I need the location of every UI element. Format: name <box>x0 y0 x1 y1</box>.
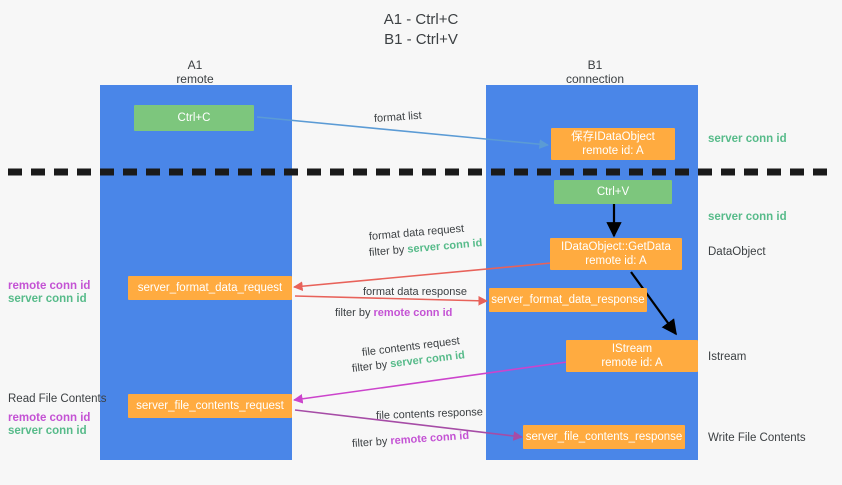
box-server-format-data-response[interactable]: server_format_data_response <box>489 288 647 312</box>
filter-prefix: filter by <box>368 243 408 259</box>
box-istream[interactable]: IStream remote id: A <box>566 340 698 372</box>
arrow-getdata-to-istream <box>630 271 677 336</box>
filter-prefix: filter by <box>335 307 374 319</box>
box-server-file-contents-response[interactable]: server_file_contents_response <box>523 425 685 449</box>
right-label-server-conn-id-mid: server conn id <box>708 211 787 223</box>
box-save-idataobject[interactable]: 保存IDataObject remote id: A <box>551 128 675 160</box>
box-ctrl-v[interactable]: Ctrl+V <box>554 180 672 204</box>
arrow-label-format-data-response-filter: filter by remote conn id <box>335 306 452 320</box>
box-server-format-data-request[interactable]: server_format_data_request <box>128 276 292 300</box>
arrow-file-contents-request <box>293 361 568 404</box>
diagram-title: A1 - Ctrl+C B1 - Ctrl+V <box>383 11 459 48</box>
left-label-remote-conn-id-2: remote conn id <box>8 412 91 424</box>
left-label-server-conn-id-1: server conn id <box>8 293 87 305</box>
column-header-b1: B1 connection <box>565 58 625 86</box>
column-header-a1: A1 remote <box>176 58 214 86</box>
right-label-server-conn-id-top: server conn id <box>708 133 787 145</box>
left-label-server-conn-id-2: server conn id <box>8 425 87 437</box>
arrow-file-contents-response <box>294 409 523 441</box>
right-label-dataobject: DataObject <box>708 246 766 258</box>
filter-value-remote-conn-id: remote conn id <box>373 307 453 319</box>
filter-prefix: filter by <box>351 435 391 450</box>
arrow-format-data-request <box>293 262 552 291</box>
right-label-write-file-contents: Write File Contents <box>708 432 806 444</box>
box-ctrl-c[interactable]: Ctrl+C <box>134 105 254 131</box>
box-server-file-contents-request[interactable]: server_file_contents_request <box>128 394 292 418</box>
left-label-remote-conn-id-1: remote conn id <box>8 280 91 292</box>
arrow-format-list <box>256 116 549 149</box>
box-getdata[interactable]: IDataObject::GetData remote id: A <box>550 238 682 270</box>
arrow-label-format-data-response: format data response <box>363 286 467 298</box>
left-label-read-file-contents: Read File Contents <box>8 393 107 405</box>
arrow-format-data-response <box>294 295 488 306</box>
right-label-istream: Istream <box>708 351 747 363</box>
